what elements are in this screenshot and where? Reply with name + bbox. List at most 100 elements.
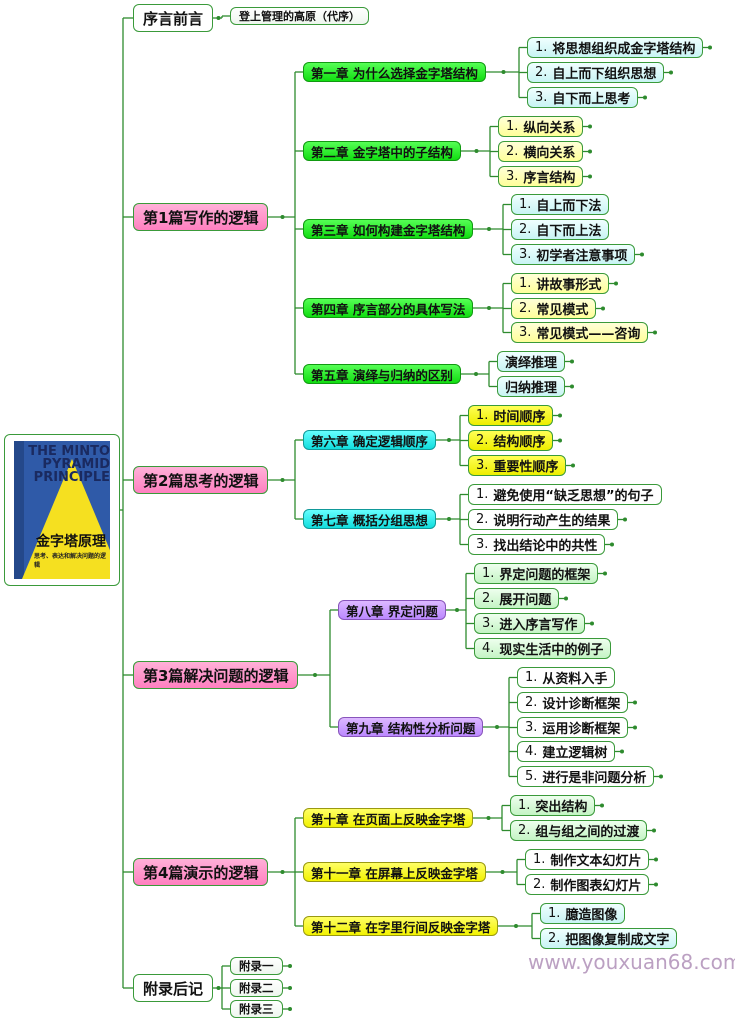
collapse-dot[interactable] bbox=[588, 174, 592, 179]
collapse-dot[interactable] bbox=[216, 986, 221, 990]
topic-part-3[interactable]: 第3篇解决问题的逻辑 bbox=[133, 661, 299, 689]
collapse-dot[interactable] bbox=[640, 252, 644, 257]
topic-chapter[interactable]: 第二章 金字塔中的子结构 bbox=[303, 141, 461, 161]
collapse-dot[interactable] bbox=[633, 700, 637, 705]
collapse-dot[interactable] bbox=[614, 281, 618, 286]
topic-section[interactable]: 3.初学者注意事项 bbox=[511, 243, 636, 265]
topic-section[interactable]: 2.结构顺序 bbox=[468, 429, 554, 451]
subtopic-appendix[interactable]: 附录三 bbox=[230, 999, 283, 1018]
collapse-dot[interactable] bbox=[633, 725, 637, 730]
collapse-dot[interactable] bbox=[564, 596, 568, 601]
topic-section[interactable]: 2.展开问题 bbox=[474, 587, 560, 609]
topic-chapter[interactable]: 第十章 在页面上反映金字塔 bbox=[303, 808, 474, 828]
topic-section[interactable]: 1.避免使用“缺乏思想”的句子 bbox=[468, 483, 662, 505]
topic-section[interactable]: 5.进行是非问题分析 bbox=[517, 765, 655, 787]
topic-section[interactable]: 1.制作文本幻灯片 bbox=[525, 848, 650, 870]
topic-chapter[interactable]: 第七章 概括分组思想 bbox=[303, 509, 436, 529]
topic-section[interactable]: 1.时间顺序 bbox=[468, 404, 554, 426]
collapse-dot[interactable] bbox=[280, 870, 285, 874]
topic-section[interactable]: 3.进入序言写作 bbox=[474, 612, 586, 634]
topic-section[interactable]: 1.自上而下法 bbox=[511, 193, 610, 215]
collapse-dot[interactable] bbox=[654, 857, 658, 862]
collapse-dot[interactable] bbox=[288, 964, 292, 968]
topic-chapter[interactable]: 第一章 为什么选择金字塔结构 bbox=[303, 62, 486, 82]
collapse-dot[interactable] bbox=[652, 828, 656, 833]
topic-section[interactable]: 3.运用诊断框架 bbox=[517, 716, 629, 738]
topic-section[interactable]: 2.横向关系 bbox=[498, 140, 584, 162]
collapse-dot[interactable] bbox=[280, 478, 285, 482]
collapse-dot[interactable] bbox=[501, 70, 506, 74]
topic-appendix[interactable]: 附录后记 bbox=[133, 974, 214, 1002]
topic-part-2[interactable]: 第2篇思考的逻辑 bbox=[133, 466, 269, 494]
collapse-dot[interactable] bbox=[495, 725, 499, 729]
collapse-dot[interactable] bbox=[600, 803, 604, 808]
collapse-dot[interactable] bbox=[313, 673, 317, 677]
topic-section[interactable]: 2.常见模式 bbox=[511, 297, 597, 319]
collapse-dot[interactable] bbox=[588, 149, 592, 154]
topic-section[interactable]: 2.把图像复制成文字 bbox=[540, 927, 678, 949]
topic-section[interactable]: 1.突出结构 bbox=[510, 794, 596, 816]
collapse-dot[interactable] bbox=[474, 149, 479, 153]
topic-chapter[interactable]: 第三章 如何构建金字塔结构 bbox=[303, 219, 474, 239]
collapse-dot[interactable] bbox=[708, 45, 712, 50]
collapse-dot[interactable] bbox=[487, 227, 491, 231]
collapse-dot[interactable] bbox=[474, 372, 478, 376]
topic-section[interactable]: 3.序言结构 bbox=[498, 165, 584, 187]
topic-chapter[interactable]: 第十二章 在字里行间反映金字塔 bbox=[303, 916, 499, 936]
topic-section[interactable]: 3.自下而上思考 bbox=[527, 86, 639, 108]
topic-section[interactable]: 2.制作图表幻灯片 bbox=[525, 873, 650, 895]
collapse-dot[interactable] bbox=[514, 924, 518, 928]
topic-section[interactable]: 1.将思想组织成金字塔结构 bbox=[527, 36, 704, 58]
collapse-dot[interactable] bbox=[643, 95, 647, 100]
topic-section[interactable]: 3.找出结论中的共性 bbox=[468, 533, 606, 555]
subtopic-appendix[interactable]: 附录二 bbox=[230, 978, 283, 997]
collapse-dot[interactable] bbox=[603, 571, 607, 576]
topic-section[interactable]: 3.重要性顺序 bbox=[468, 454, 567, 476]
collapse-dot[interactable] bbox=[654, 882, 658, 887]
collapse-dot[interactable] bbox=[455, 608, 459, 612]
topic-section[interactable]: 1.臆造图像 bbox=[540, 902, 626, 924]
topic-section[interactable]: 1.讲故事形式 bbox=[511, 272, 610, 294]
collapse-dot[interactable] bbox=[590, 621, 594, 626]
topic-chapter[interactable]: 第四章 序言部分的具体写法 bbox=[303, 298, 474, 318]
collapse-dot[interactable] bbox=[620, 749, 624, 754]
collapse-dot[interactable] bbox=[570, 359, 574, 364]
topic-section[interactable]: 2.自上而下组织思想 bbox=[527, 61, 665, 83]
topic-chapter[interactable]: 第八章 界定问题 bbox=[338, 600, 446, 620]
topic-part-4[interactable]: 第4篇演示的逻辑 bbox=[133, 858, 269, 886]
topic-preface[interactable]: 序言前言 bbox=[133, 4, 214, 32]
collapse-dot[interactable] bbox=[288, 986, 292, 990]
collapse-dot[interactable] bbox=[588, 124, 592, 129]
topic-section[interactable]: 1.界定问题的框架 bbox=[474, 562, 599, 584]
topic-section[interactable]: 4.建立逻辑树 bbox=[517, 740, 616, 762]
collapse-dot[interactable] bbox=[280, 215, 285, 219]
collapse-dot[interactable] bbox=[487, 306, 491, 310]
collapse-dot[interactable] bbox=[659, 774, 663, 779]
topic-chapter[interactable]: 第六章 确定逻辑顺序 bbox=[303, 430, 436, 450]
topic-chapter[interactable]: 第十一章 在屏幕上反映金字塔 bbox=[303, 862, 486, 882]
collapse-dot[interactable] bbox=[288, 1007, 292, 1011]
root-book-cover[interactable]: THE MINTO PYRAMID PRINCIPLE 金字塔原理 思考、表达和… bbox=[4, 434, 120, 586]
collapse-dot[interactable] bbox=[653, 330, 657, 335]
collapse-dot[interactable] bbox=[216, 16, 221, 20]
collapse-dot[interactable] bbox=[447, 517, 451, 521]
collapse-dot[interactable] bbox=[486, 816, 491, 820]
topic-section[interactable]: 2.说明行动产生的结果 bbox=[468, 508, 619, 530]
topic-part-1[interactable]: 第1篇写作的逻辑 bbox=[133, 203, 269, 231]
collapse-dot[interactable] bbox=[558, 438, 562, 443]
collapse-dot[interactable] bbox=[610, 542, 614, 547]
collapse-dot[interactable] bbox=[570, 384, 574, 389]
topic-section[interactable]: 归纳推理 bbox=[497, 375, 566, 397]
topic-section[interactable]: 2.自下而上法 bbox=[511, 218, 610, 240]
topic-section[interactable]: 2.设计诊断框架 bbox=[517, 691, 629, 713]
topic-section[interactable]: 3.常见模式——咨询 bbox=[511, 321, 649, 343]
collapse-dot[interactable] bbox=[669, 70, 673, 75]
collapse-dot[interactable] bbox=[558, 413, 562, 418]
topic-section[interactable]: 演绎推理 bbox=[497, 350, 566, 372]
topic-section[interactable]: 1.纵向关系 bbox=[498, 115, 584, 137]
collapse-dot[interactable] bbox=[447, 438, 451, 442]
collapse-dot[interactable] bbox=[571, 463, 575, 468]
topic-chapter[interactable]: 第五章 演绎与归纳的区别 bbox=[303, 364, 461, 384]
collapse-dot[interactable] bbox=[601, 306, 605, 311]
subtopic-appendix[interactable]: 附录一 bbox=[230, 956, 283, 975]
